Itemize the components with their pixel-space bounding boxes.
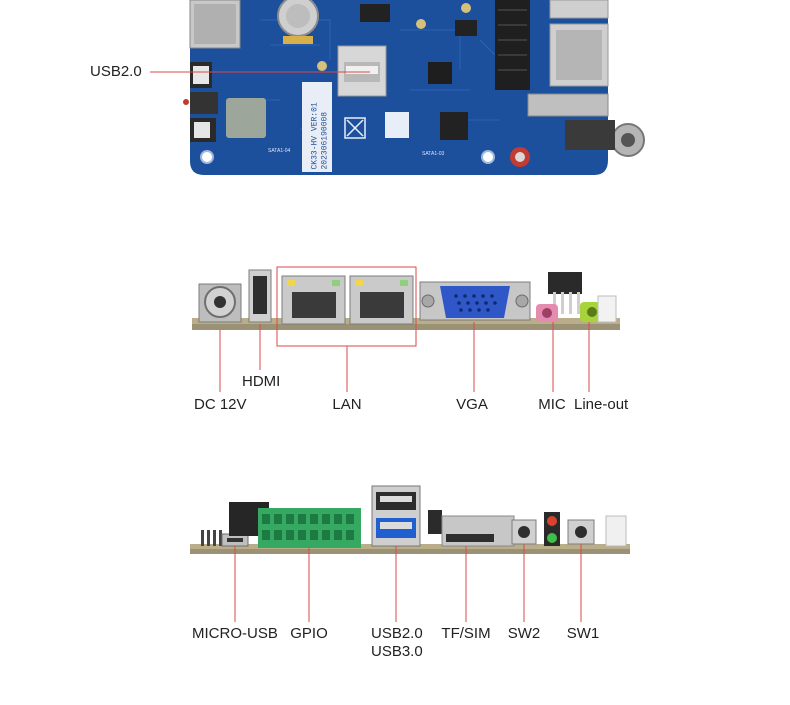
chip-d [455,20,477,36]
sw1-label: SW1 [566,625,600,642]
board-dc-jack [527,93,609,117]
dc-12v-label: DC 12V [194,396,247,413]
chip-c [360,4,390,22]
left-pins [201,530,222,546]
lan-transformer [495,0,530,90]
usb30-label: USB3.0 [371,643,423,660]
mic-label: MIC [538,396,566,413]
sata-label-1: SATA1-04 [268,148,291,154]
led-red [547,516,557,526]
wifi-module [226,98,266,138]
gpio-terminal [258,508,361,548]
white-header [605,515,627,547]
chip-b [440,112,468,140]
lan-label: LAN [332,396,362,413]
gpio-label: GPIO [290,625,328,642]
mount-hole-2 [481,150,495,164]
brand-logo [385,112,409,138]
lan-jack-top [549,0,609,19]
lineout-label: Line-out [574,396,629,413]
silk-plate [302,82,332,172]
pin-header [548,272,582,294]
usb2-callout-label: USB2.0 [90,63,142,80]
micro-usb-label: MICRO-USB [192,625,278,642]
small-block [428,510,442,534]
sata-label-2: SATA1-03 [422,151,445,157]
tfsim-label: TF/SIM [441,625,491,642]
chip-a [428,62,452,84]
vga-label: VGA [456,396,488,413]
sw2-label: SW2 [507,625,541,642]
led-green [547,533,557,543]
white-connector [597,295,617,323]
side-connector-2 [190,92,218,114]
usb20-label: USB2.0 [371,625,423,642]
hdmi-label: HDMI [242,373,281,390]
mount-hole-1 [200,150,214,164]
